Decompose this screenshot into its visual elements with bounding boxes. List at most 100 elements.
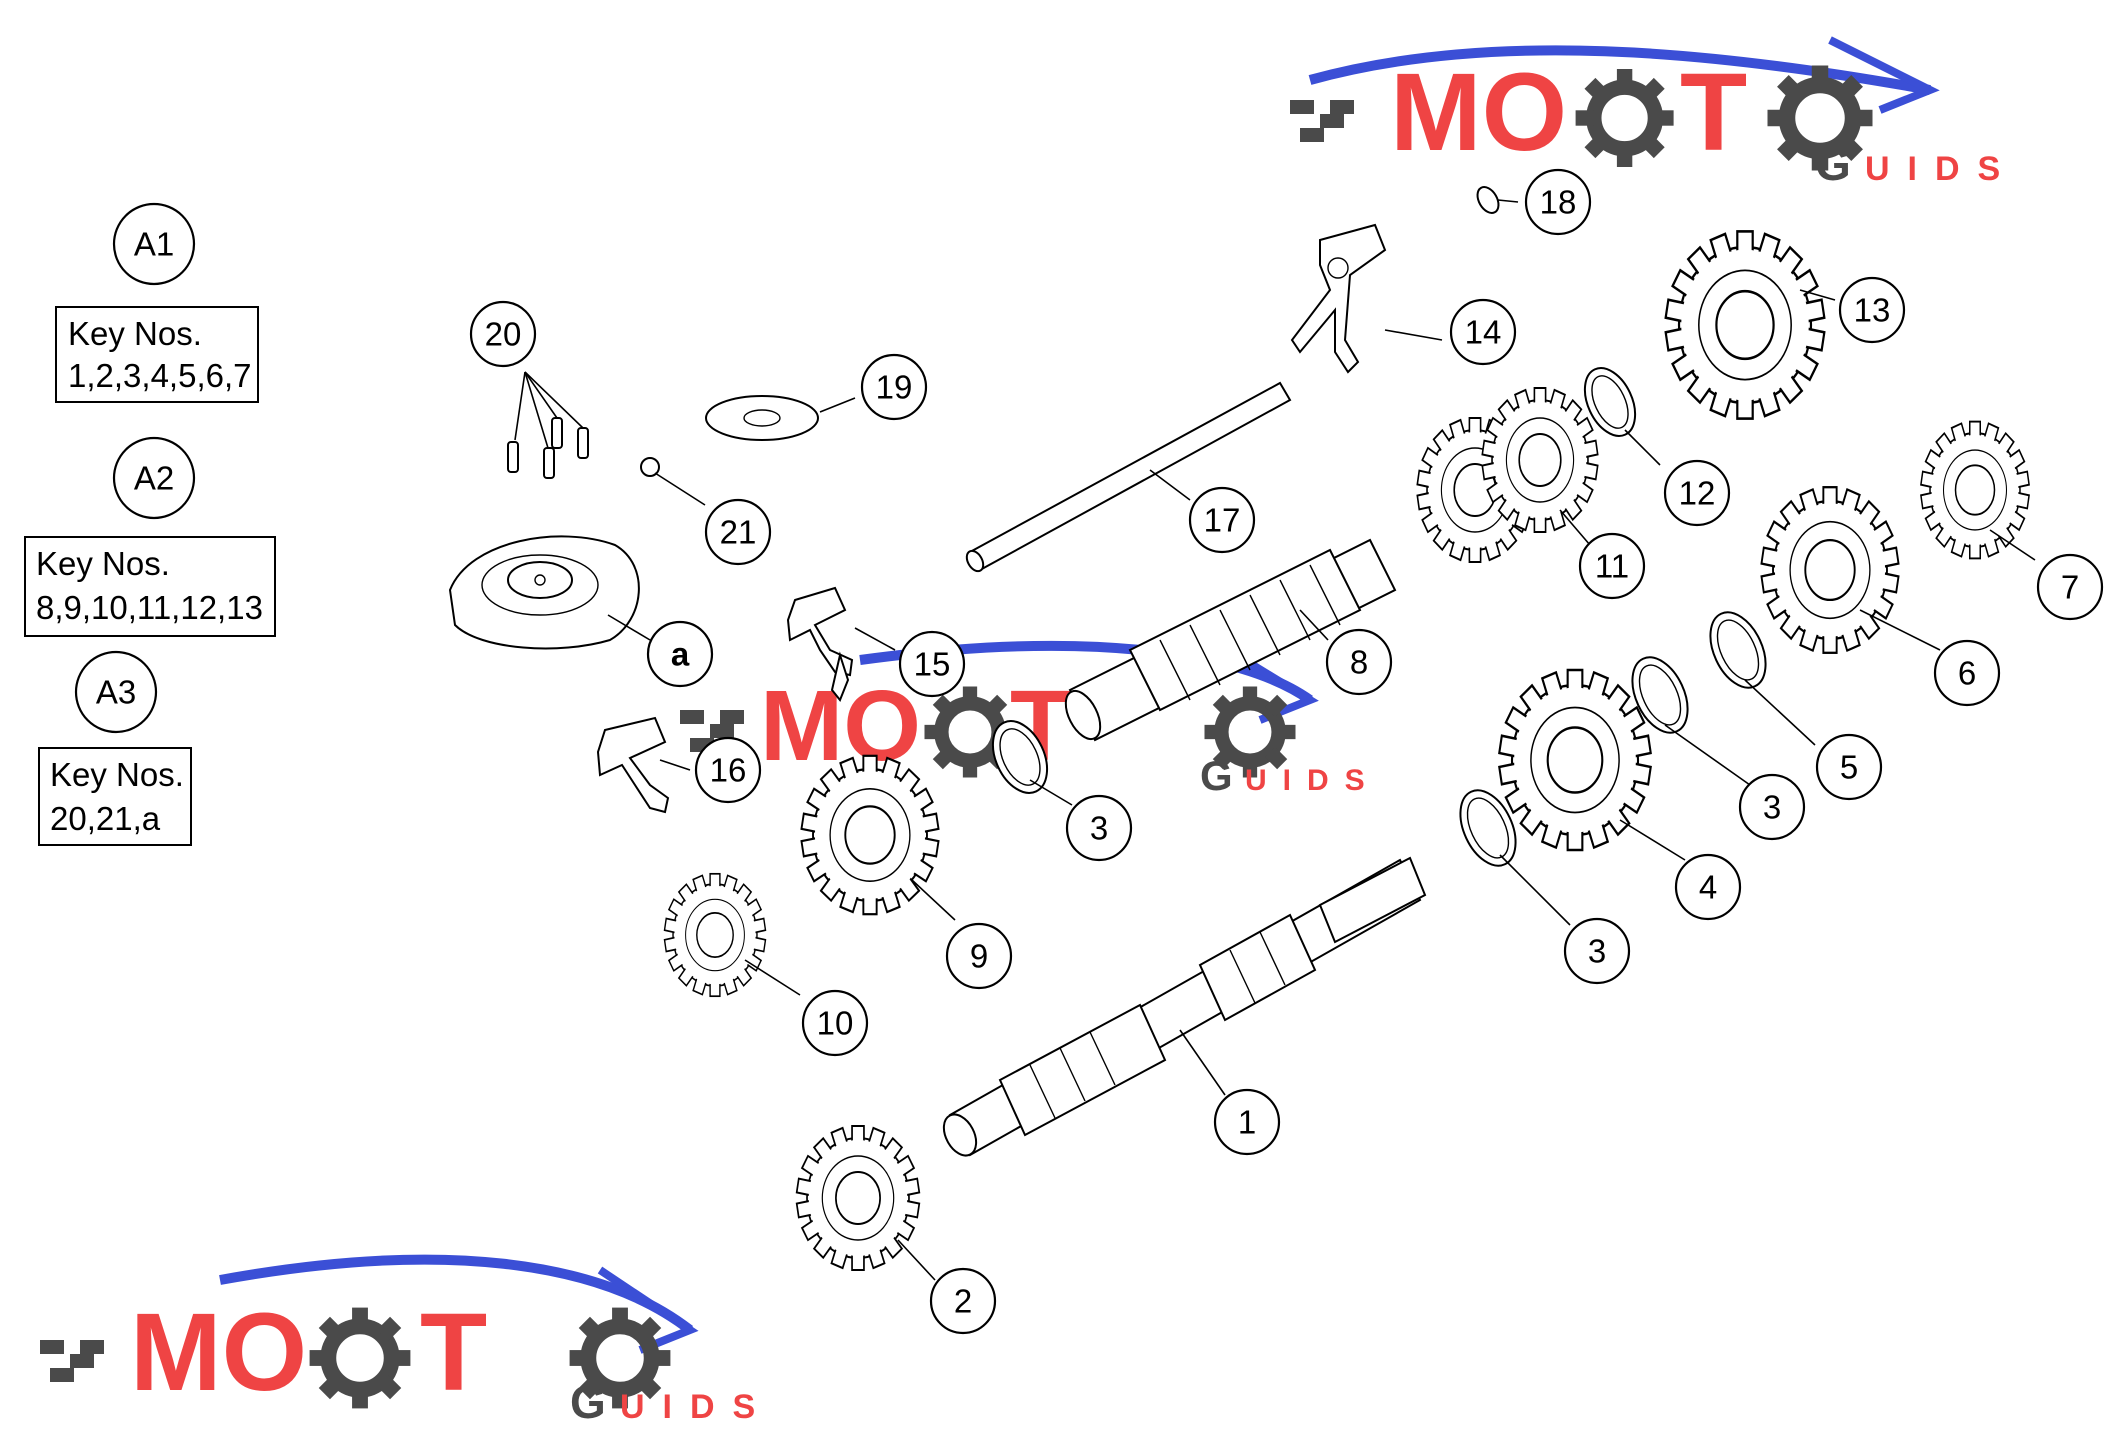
group-a1-keybox: Key Nos. 1,2,3,4,5,6,7 [55, 306, 259, 403]
part-16-selector-fork [596, 716, 670, 814]
group-a1-key-title: Key Nos. [68, 315, 202, 352]
svg-text:19: 19 [876, 369, 913, 406]
watermark-top-letters: MO [1390, 51, 1567, 174]
svg-text:20: 20 [485, 316, 522, 353]
svg-text:17: 17 [1204, 502, 1241, 539]
part-4-gear [1498, 668, 1652, 852]
svg-text:6: 6 [1958, 655, 1976, 692]
svg-text:3: 3 [1588, 933, 1606, 970]
callout-5: 5 [1815, 733, 1883, 801]
part-3-washer-c [1631, 656, 1689, 734]
callout-3-c: 3 [1738, 773, 1806, 841]
group-a1-key-list: 1,2,3,4,5,6,7 [68, 357, 251, 394]
callout-20: 20 [469, 300, 537, 368]
svg-text:5: 5 [1840, 749, 1858, 786]
svg-text:A3: A3 [96, 674, 136, 711]
callout-12: 12 [1663, 459, 1731, 527]
watermark-top-g: G [1815, 138, 1851, 190]
svg-text:3: 3 [1763, 789, 1781, 826]
watermark-bottom-sub: UIDS [620, 1388, 773, 1426]
callout-3-d: 3 [1090, 810, 1108, 847]
leader-lines [514, 199, 2036, 1281]
group-a1: A1 Key Nos. 1,2,3,4,5,6,7 [55, 202, 259, 403]
watermark-logo-top: MO T G UIDS [1290, 36, 2018, 190]
part-14-selector-fork [1290, 223, 1387, 374]
part-13-gear [1664, 230, 1826, 420]
callout-15: 15 [898, 630, 966, 698]
group-a2-key-title: Key Nos. [36, 545, 170, 582]
callout-10: 10 [801, 989, 869, 1057]
part-21-ball [640, 457, 660, 477]
callout-3-b: 3 [1563, 917, 1631, 985]
group-a2-keybox: Key Nos. 8,9,10,11,12,13 [24, 536, 276, 637]
group-a3-key-title: Key Nos. [50, 756, 184, 793]
watermark-mid-g: G [1200, 752, 1233, 799]
part-1-mainshaft [942, 856, 1427, 1157]
svg-text:2: 2 [954, 1283, 972, 1320]
callout-8: 8 [1325, 628, 1393, 696]
part-11-gear-b [1481, 387, 1599, 533]
part-a-selector-drum [448, 535, 640, 650]
callout-4: 4 [1674, 853, 1742, 921]
watermark-bottom-letters: MO [130, 1291, 307, 1414]
callout-11: 11 [1578, 532, 1646, 600]
group-a3: A3 Key Nos. 20,21,a [38, 650, 192, 846]
svg-text:9: 9 [970, 938, 988, 975]
part-19-washer [705, 395, 819, 441]
group-a3-keybox: Key Nos. 20,21,a [38, 747, 192, 846]
group-a1-badge: A1 [112, 202, 196, 286]
svg-text:14: 14 [1465, 314, 1502, 351]
group-a2-badge: A2 [112, 436, 196, 520]
svg-text:18: 18 [1540, 184, 1577, 221]
callout-13: 13 [1838, 276, 1906, 344]
callout-9: 9 [945, 922, 1013, 990]
callout-2: 2 [929, 1267, 997, 1335]
part-18-circlip [1476, 186, 1500, 214]
watermark-mid-sub: UIDS [1245, 764, 1381, 797]
group-a3-badge: A3 [74, 650, 158, 734]
part-5-washer [1709, 611, 1767, 689]
svg-text:13: 13 [1854, 292, 1891, 329]
callout-14: 14 [1449, 298, 1517, 366]
part-10-gear [663, 872, 767, 998]
svg-text:8: 8 [1350, 644, 1368, 681]
callout-1: 1 [1213, 1088, 1281, 1156]
part-3-washer-a [991, 720, 1049, 794]
part-17-selector-rod [965, 381, 1292, 573]
part-8-layshaft [1064, 538, 1397, 742]
svg-text:A2: A2 [134, 460, 174, 497]
svg-text:12: 12 [1679, 475, 1716, 512]
callout-19: 19 [860, 353, 928, 421]
svg-text:21: 21 [720, 514, 757, 551]
callout-a: a [646, 620, 714, 688]
svg-text:11: 11 [1595, 548, 1629, 585]
part-15-selector-fork [786, 586, 854, 702]
svg-text:1: 1 [1238, 1104, 1256, 1141]
group-a2: A2 Key Nos. 8,9,10,11,12,13 [24, 436, 276, 637]
group-a2-key-list: 8,9,10,11,12,13 [36, 589, 263, 626]
watermark-top-sub: UIDS [1865, 150, 2018, 188]
group-a3-key-list: 20,21,a [50, 800, 161, 837]
callout-6: 6 [1933, 639, 2001, 707]
svg-text:15: 15 [914, 646, 951, 683]
part-6-gear [1760, 486, 1900, 654]
callout-17: 17 [1188, 486, 1256, 554]
callout-18: 18 [1524, 168, 1592, 236]
svg-text:a: a [671, 636, 690, 673]
svg-text:A1: A1 [134, 226, 174, 263]
svg-text:16: 16 [710, 752, 747, 789]
watermark-bottom-g: G [570, 1376, 606, 1428]
callout-3-a: 3 [1065, 794, 1133, 862]
watermark-bottom-letter-t: T [420, 1291, 487, 1414]
svg-text:10: 10 [817, 1005, 854, 1042]
callout-21: 21 [704, 498, 772, 566]
part-9-gear [800, 754, 940, 916]
svg-text:3: 3 [1090, 810, 1108, 847]
part-7-gear [1919, 420, 2031, 560]
part-2-gear [795, 1125, 921, 1271]
watermark-top-letter-t: T [1680, 51, 1747, 174]
callout-16: 16 [694, 736, 762, 804]
svg-text:4: 4 [1699, 869, 1717, 906]
callout-7: 7 [2036, 553, 2104, 621]
